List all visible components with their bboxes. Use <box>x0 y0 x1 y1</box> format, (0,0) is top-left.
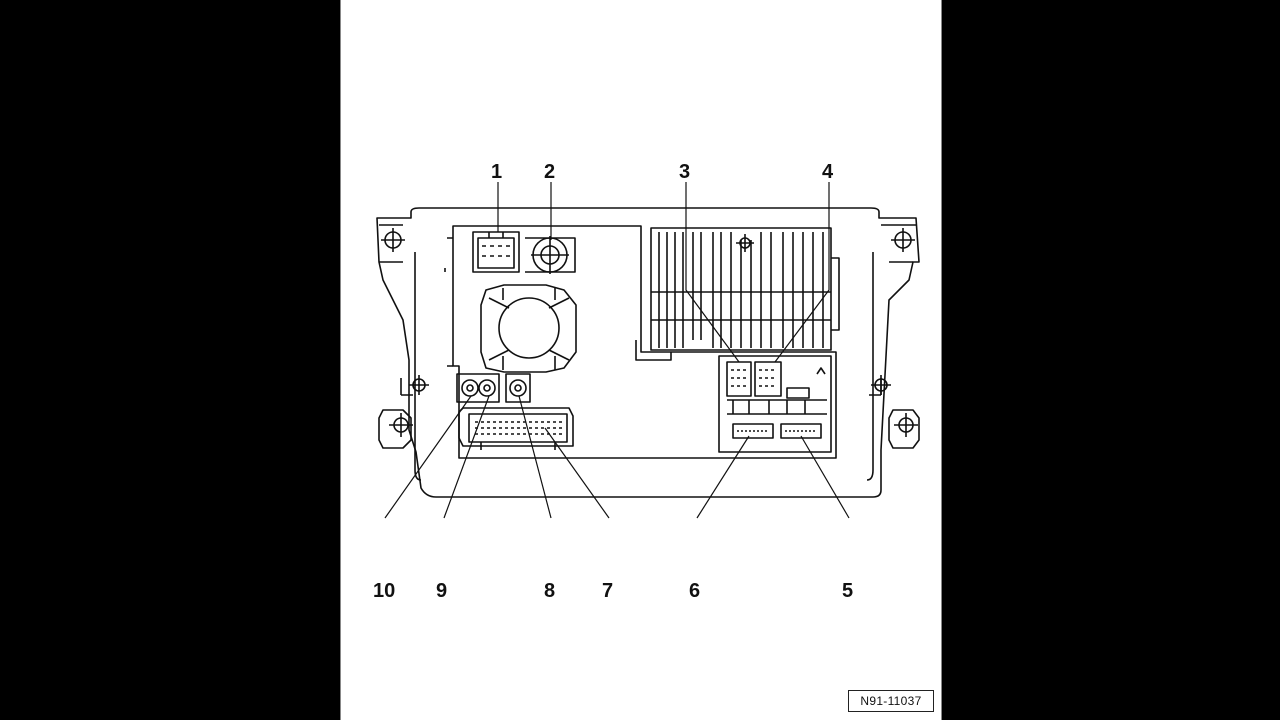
rear-panel <box>452 225 837 459</box>
callout-2: 2 <box>544 161 555 183</box>
callout-5: 5 <box>842 580 853 602</box>
mounting-hole-top-right <box>891 228 915 252</box>
mounting-hole-mid-left <box>409 375 429 395</box>
coax-connector-8 <box>505 373 531 403</box>
callout-4: 4 <box>822 161 834 183</box>
callout-7: 7 <box>602 580 613 602</box>
mounting-hole-top-left <box>381 228 405 252</box>
housing-outline <box>376 207 920 498</box>
radio-rear-view-diagram: 1 2 3 4 10 9 8 7 6 5 <box>373 161 920 602</box>
main-connector-block <box>718 355 832 453</box>
panel-edge-marks <box>444 237 453 367</box>
mounting-hole-bottom-right <box>888 409 920 449</box>
callout-8: 8 <box>544 580 555 602</box>
heat-sink <box>635 227 840 361</box>
antenna-connector-2 <box>525 236 576 274</box>
ventilation-fan <box>480 284 577 373</box>
connector-1 <box>472 231 520 273</box>
callout-10: 10 <box>373 580 395 602</box>
mounting-hole-bottom-left <box>378 409 413 449</box>
figure-reference-code: N91-11037 <box>848 690 934 712</box>
callout-9: 9 <box>436 580 447 602</box>
callout-3: 3 <box>679 161 690 183</box>
leader-lines <box>384 182 850 519</box>
document-page: 1 2 3 4 10 9 8 7 6 5 N91-11037 <box>340 0 942 720</box>
callout-6: 6 <box>689 580 700 602</box>
mounting-hole-mid-right <box>871 375 891 395</box>
callout-1: 1 <box>491 161 502 183</box>
coax-connectors-9-10 <box>456 373 500 403</box>
